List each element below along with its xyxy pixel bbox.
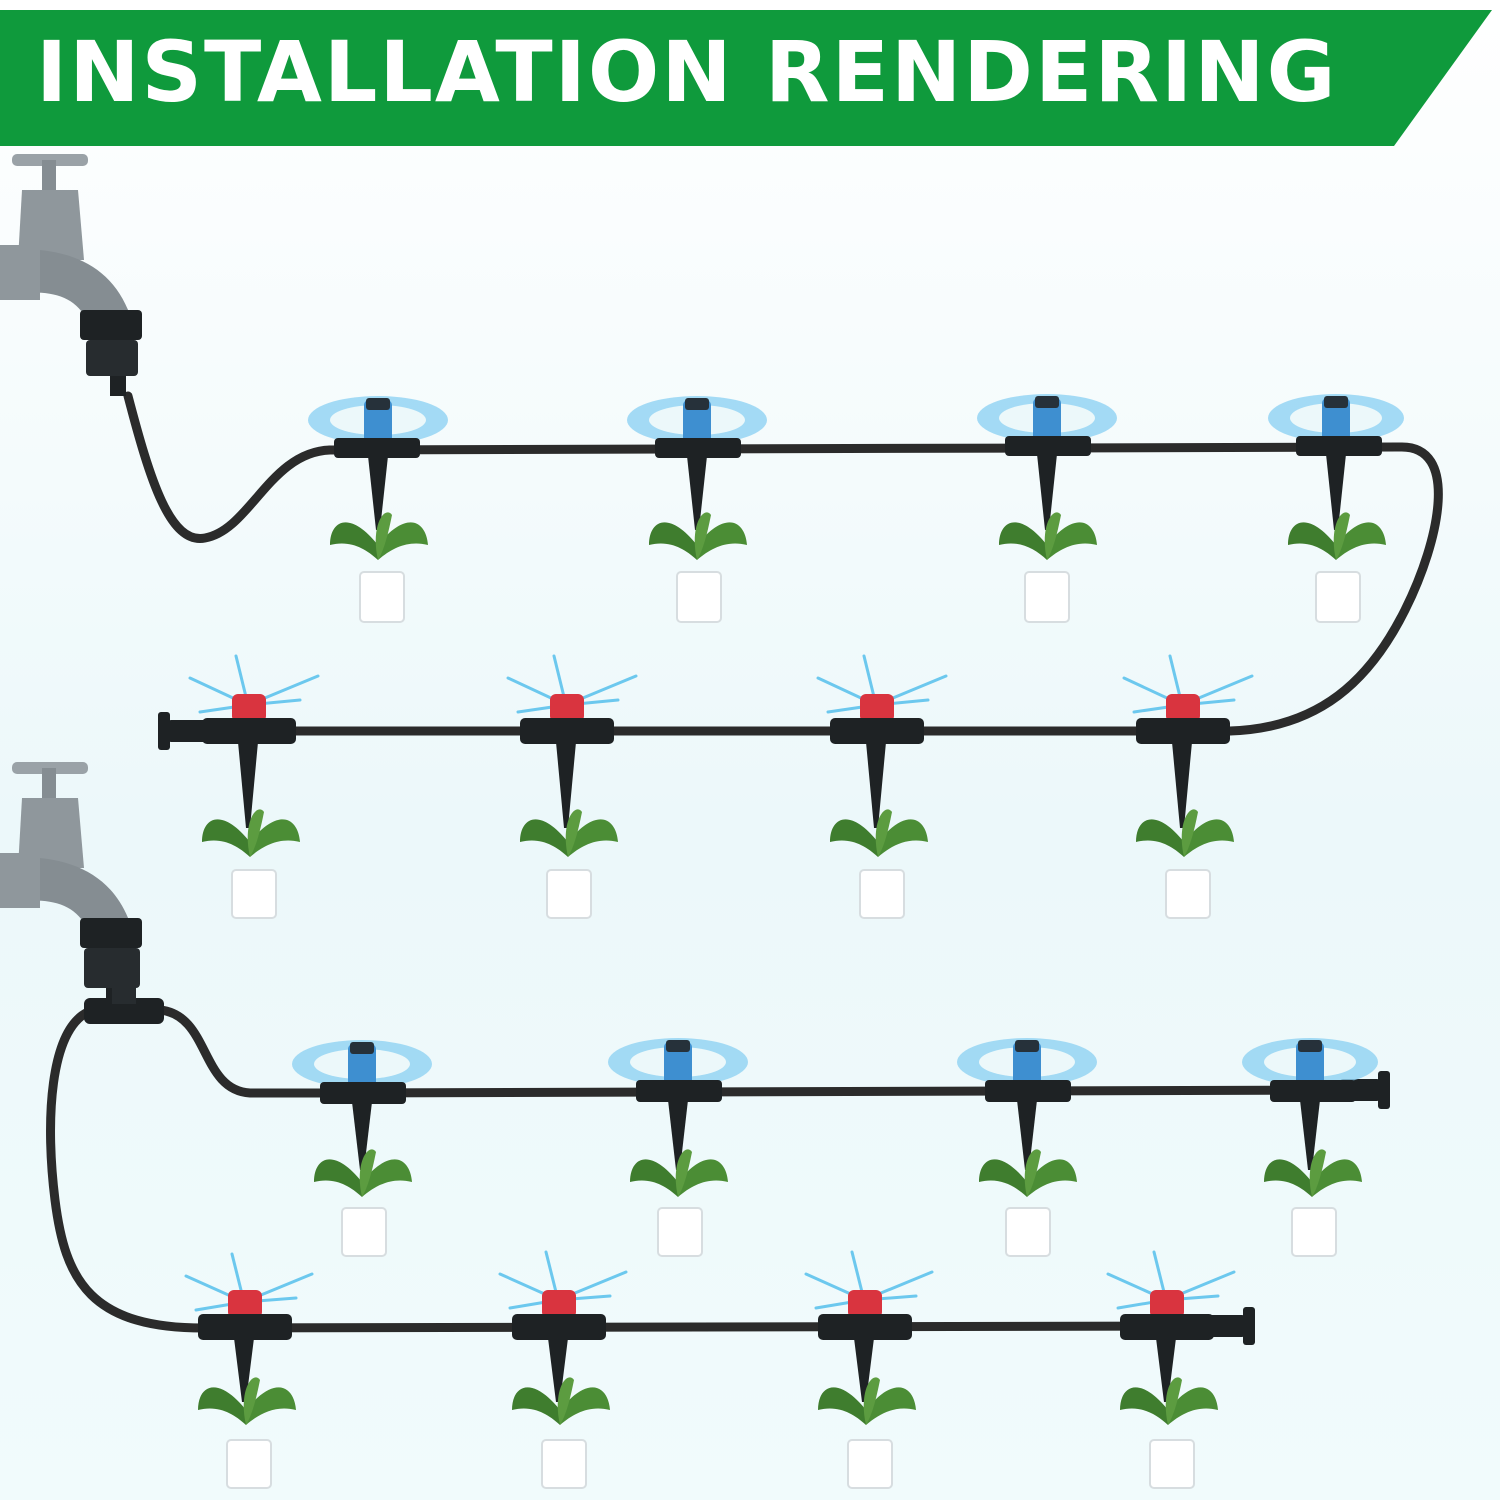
sprinkler-row-4	[184, 1250, 1236, 1489]
potted-plant-icon	[630, 1149, 728, 1257]
potted-plant-icon	[512, 1377, 610, 1489]
title-banner: INSTALLATION RENDERING	[0, 10, 1500, 146]
tube-row-3	[325, 1085, 1380, 1098]
potted-plant-icon	[1288, 512, 1386, 623]
red-spray-nozzle-icon	[520, 694, 614, 828]
tube-row-4	[205, 1321, 1245, 1333]
red-spray-nozzle-icon	[1136, 694, 1230, 828]
tubing-system-1	[123, 391, 1443, 736]
red-spray-nozzle-icon	[198, 1290, 292, 1402]
tube-tee-to-row-4	[46, 1007, 215, 1333]
red-spray-nozzle-icon	[202, 694, 296, 828]
potted-plant-icon	[330, 512, 428, 623]
potted-plant-icon	[1264, 1149, 1362, 1257]
potted-plant-icon	[1120, 1377, 1218, 1489]
potted-plant-icon	[520, 809, 618, 919]
red-spray-nozzle-icon	[1120, 1290, 1214, 1402]
blue-spray-nozzle-icon	[977, 394, 1117, 530]
banner-shape	[0, 10, 1492, 146]
potted-plant-icon	[979, 1149, 1077, 1257]
potted-plant-icon	[830, 809, 928, 919]
tubing-system-2	[46, 1005, 1380, 1333]
blue-spray-nozzle-icon	[1242, 1038, 1378, 1170]
red-spray-nozzle-icon	[512, 1290, 606, 1402]
potted-plant-icon	[202, 809, 300, 919]
sprinkler-row-2	[188, 654, 1254, 919]
banner-title: INSTALLATION RENDERING	[36, 23, 1338, 121]
sprinkler-row-1	[308, 394, 1404, 623]
tube-loop-1	[1225, 442, 1443, 736]
banner-background	[0, 10, 1492, 146]
red-spray-nozzle-icon	[830, 694, 924, 828]
blue-spray-nozzle-icon	[308, 396, 448, 530]
tube-tee-to-row-3	[155, 1005, 335, 1098]
potted-plant-icon	[999, 512, 1097, 623]
blue-spray-nozzle-icon	[627, 396, 767, 530]
tube-row-1	[325, 442, 1405, 455]
faucet-icon	[0, 762, 142, 1006]
potted-plant-icon	[1136, 809, 1234, 919]
sprinkler-row-3	[292, 1038, 1378, 1257]
potted-plant-icon	[649, 512, 747, 623]
tube-faucet-1-to-row-1	[123, 391, 335, 543]
red-spray-nozzle-icon	[818, 1290, 912, 1402]
potted-plant-icon	[818, 1377, 916, 1489]
blue-spray-nozzle-icon	[608, 1038, 748, 1170]
blue-spray-nozzle-icon	[292, 1040, 432, 1170]
blue-spray-nozzle-icon	[1268, 394, 1404, 530]
potted-plant-icon	[314, 1149, 412, 1257]
tee-connector-icon	[84, 988, 164, 1024]
blue-spray-nozzle-icon	[957, 1038, 1097, 1170]
potted-plant-icon	[198, 1377, 296, 1489]
faucet-icon	[0, 154, 142, 396]
end-plug-icon	[158, 712, 208, 750]
end-plug-icon	[1205, 1307, 1255, 1345]
